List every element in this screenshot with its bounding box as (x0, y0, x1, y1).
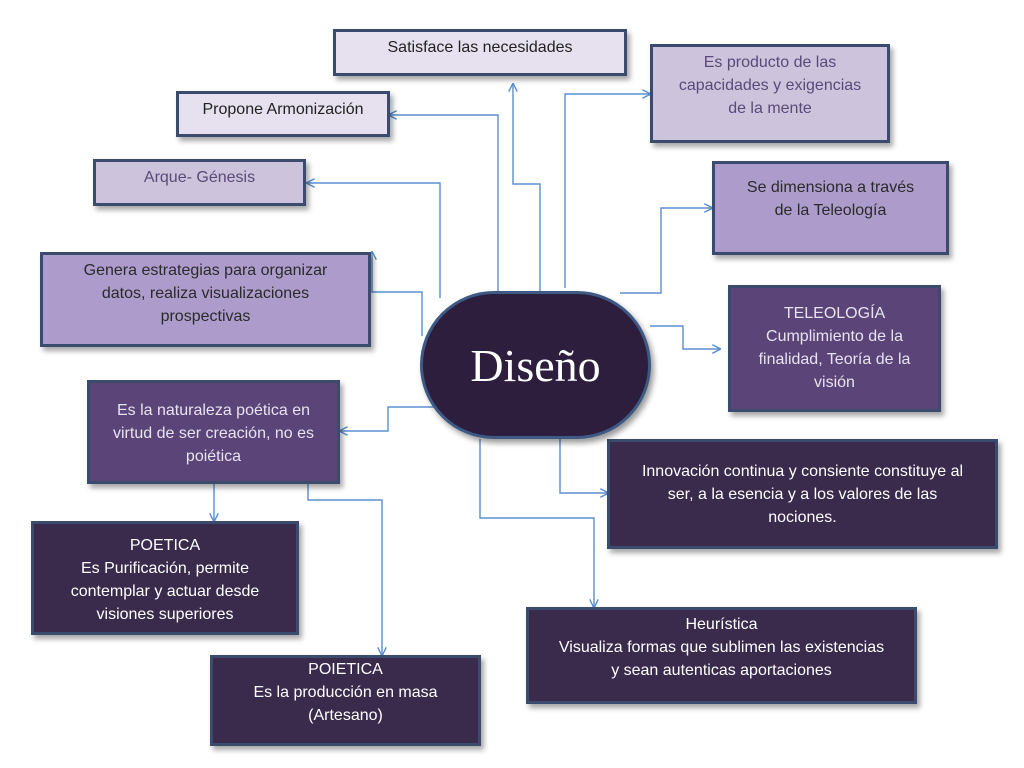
node-innovacion: Innovación continua y consiente constitu… (607, 439, 998, 549)
connector-genera (372, 252, 423, 336)
connector-naturaleza (340, 406, 438, 431)
center-node-diseno: Diseño (420, 291, 651, 439)
connector-producto (564, 94, 650, 288)
node-genera: Genera estrategias para organizar datos,… (40, 252, 371, 347)
node-arque: Arque- Génesis (93, 159, 306, 206)
node-dimensiona: Se dimensiona a través de la Teleología (712, 161, 949, 255)
connector-propone (389, 115, 499, 291)
connector-poietica (307, 484, 382, 655)
connector-satisface (513, 84, 541, 291)
connector-teleologia (650, 325, 720, 349)
connector-arque (307, 183, 441, 298)
node-producto: Es producto de las capacidades y exigenc… (650, 44, 890, 143)
node-propone: Propone Armonización (176, 91, 390, 137)
connector-innovacion (559, 439, 608, 493)
node-poietica: POIETICA Es la producción en masa (Artes… (210, 655, 481, 746)
connector-dimensiona (620, 208, 712, 294)
node-naturaleza: Es la naturaleza poética en virtud de se… (87, 380, 340, 484)
connector-heuristica (479, 439, 594, 607)
node-poetica: POETICA Es Purificación, permite contemp… (31, 521, 299, 635)
node-teleologia: TELEOLOGÍA Cumplimiento de la finalidad,… (728, 285, 941, 412)
node-satisface: Satisface las necesidades (333, 29, 627, 76)
node-heuristica: Heurística Visualiza formas que sublimen… (526, 607, 917, 704)
